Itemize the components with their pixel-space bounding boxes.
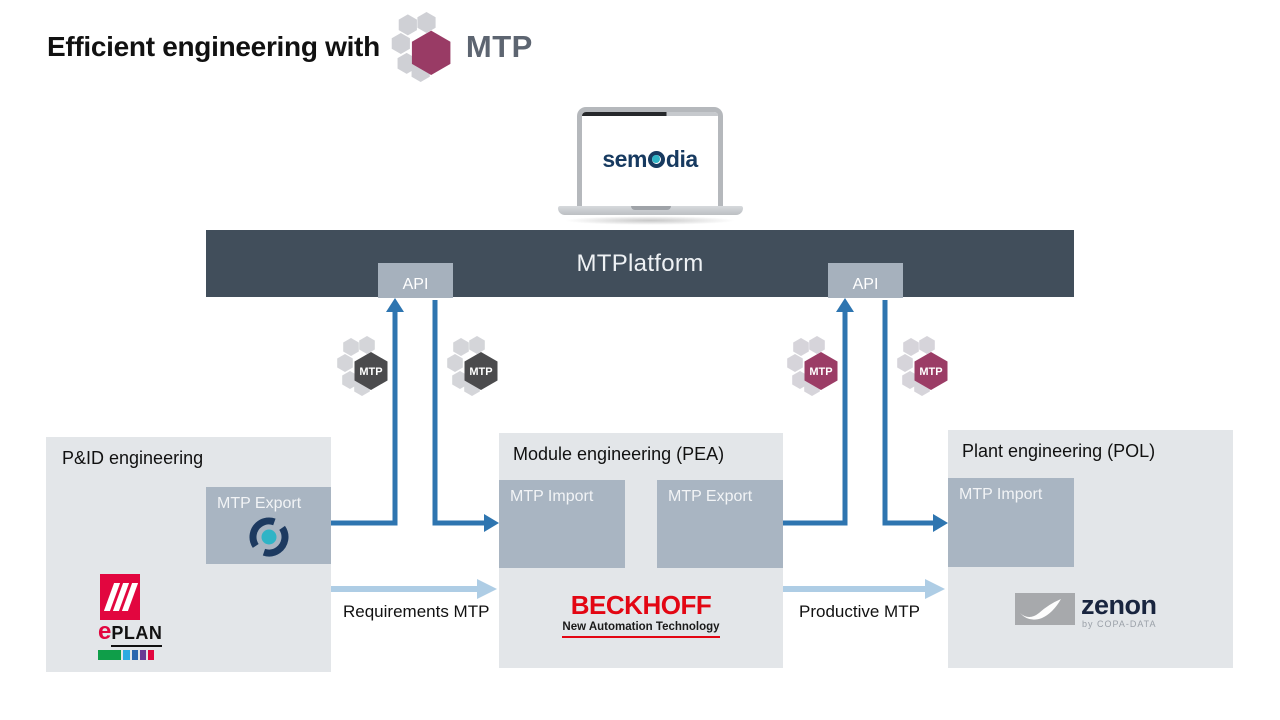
svg-text:MTP: MTP (359, 366, 382, 378)
module-mtp-import-box: MTP Import (499, 480, 625, 568)
semodia-logo-prefix: sem (602, 145, 647, 172)
api-right-label: API (852, 276, 879, 293)
arrow-module-export-to-api (783, 298, 854, 526)
beckhoff-logo: BECKHOFF New Automation Technology (499, 590, 783, 638)
zenon-swoosh-icon (1015, 593, 1075, 625)
svg-text:MTP: MTP (809, 366, 832, 378)
header: Efficient engineering with MTP (47, 12, 533, 82)
pid-section-title: P&ID engineering (62, 448, 204, 468)
requirements-mtp-label: Requirements MTP (343, 602, 490, 621)
mtp-export-ring-icon (249, 517, 289, 557)
svg-text:MTP: MTP (469, 366, 492, 378)
api-left-label: API (402, 276, 429, 293)
module-mtp-export-label: MTP Export (668, 488, 753, 505)
mtp-file-badge-import-left-icon: MTP (447, 336, 498, 396)
pid-mtp-export-box: MTP Export (206, 487, 331, 564)
api-box-right: API (828, 263, 903, 298)
header-mtp-label: MTP (465, 29, 533, 64)
zenon-logo: zenon by COPA-DATA (1015, 590, 1157, 629)
page-title: Efficient engineering with (47, 31, 380, 62)
mtp-file-badge-import-right-icon: MTP (897, 336, 948, 396)
plant-mtp-import-box: MTP Import (948, 478, 1074, 567)
arrow-requirements-mtp (331, 579, 497, 599)
plant-mtp-import-label: MTP Import (959, 486, 1043, 503)
semodia-logo-suffix: dia (665, 145, 698, 172)
arrow-api-to-module-import (432, 300, 499, 532)
zenon-name: zenon (1081, 590, 1157, 620)
plant-section-title: Plant engineering (POL) (962, 441, 1156, 461)
beckhoff-tagline: New Automation Technology (562, 621, 720, 638)
section-module-engineering: Module engineering (PEA) MTP Import MTP … (499, 433, 783, 668)
svg-text:MTP: MTP (919, 366, 942, 378)
module-mtp-export-box: MTP Export (657, 480, 783, 568)
semodia-o-icon (647, 150, 665, 168)
section-plant-engineering: Plant engineering (POL) MTP Import zenon… (948, 430, 1233, 668)
mtp-file-badge-export-left-icon: MTP (337, 336, 388, 396)
eplan-e: e (98, 618, 112, 645)
eplan-slashes-icon (100, 574, 140, 620)
mtplatform-bar: MTPlatform (206, 230, 1074, 297)
arrow-productive-mtp (783, 579, 945, 599)
arrow-pid-export-to-api (331, 298, 404, 526)
laptop-bezel (582, 112, 718, 116)
eplan-plan: PLAN (111, 623, 163, 647)
mtp-file-badge-export-right-icon: MTP (787, 336, 838, 396)
mtplatform-label: MTPlatform (576, 249, 704, 277)
module-mtp-import-label: MTP Import (510, 488, 594, 505)
mtp-hexagon-logo-icon (391, 12, 451, 82)
api-box-left: API (378, 263, 453, 298)
laptop-shadow (564, 216, 736, 225)
productive-mtp-label: Productive MTP (799, 602, 920, 621)
beckhoff-name: BECKHOFF (570, 590, 712, 620)
eplan-colorbar (98, 650, 154, 660)
module-section-title: Module engineering (PEA) (513, 444, 725, 464)
laptop-base (558, 206, 743, 215)
pid-mtp-export-label: MTP Export (217, 495, 302, 512)
arrow-api-to-plant-import (882, 300, 948, 532)
zenon-byline: by COPA-DATA (1081, 619, 1157, 629)
